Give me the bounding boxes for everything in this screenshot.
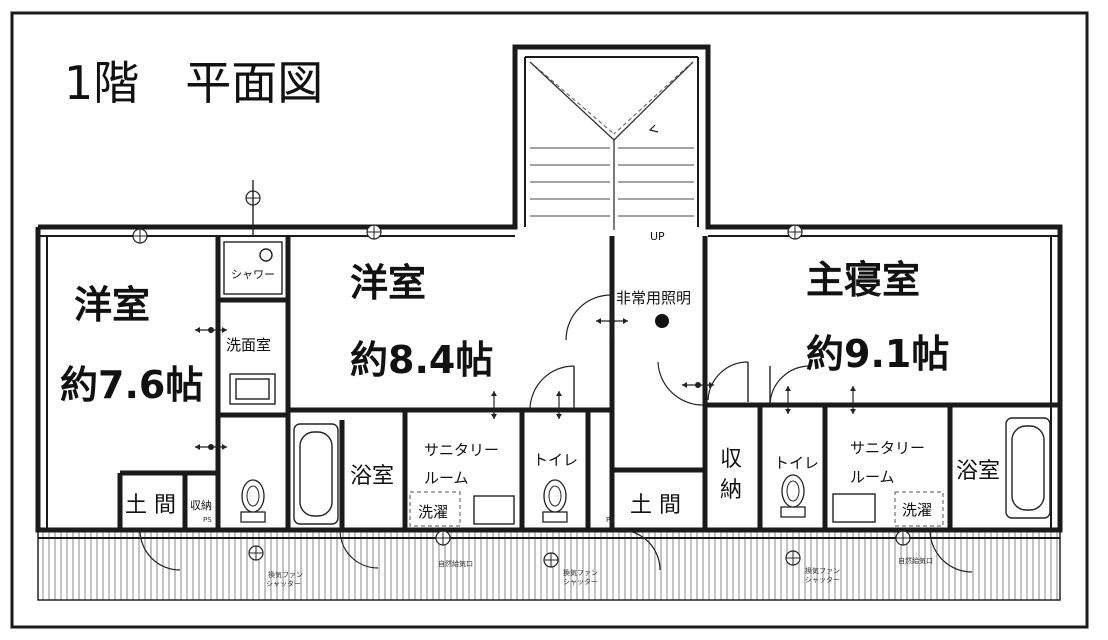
door-swing-icon — [339, 529, 379, 569]
door-swing-icon — [619, 529, 661, 571]
inlet-label: 自然給気口 — [438, 559, 473, 568]
airflow-arrow — [595, 317, 629, 325]
laundry-area-1 — [409, 491, 461, 527]
fan-label: 換気ファン — [805, 566, 840, 575]
ventilation-fan-icon — [435, 530, 451, 546]
ventilation-fan-icon — [248, 545, 264, 561]
bathtub-icon — [293, 423, 339, 525]
door-swing-icon — [139, 529, 181, 571]
airflow-arrow — [784, 385, 792, 415]
fan-sub-label: シャッター — [805, 575, 840, 584]
doma-label-center: 土 間 — [630, 493, 681, 518]
light-fixture-icon — [655, 314, 669, 328]
toilet-icon — [780, 474, 806, 518]
fan-sub-label: シャッター — [563, 577, 598, 586]
staircase — [529, 61, 694, 230]
ventilation-fan-icon — [543, 552, 559, 568]
laundry-area-2 — [894, 491, 944, 527]
bathtub-icon — [1005, 417, 1051, 519]
airflow-arrow — [194, 326, 228, 334]
room-name-western-left: 洋室 — [74, 283, 150, 327]
ventilation-fan-icon — [787, 224, 803, 240]
door-swing-icon — [565, 294, 613, 341]
inlet-label: 自然給気口 — [898, 556, 933, 565]
room-name-master-bedroom: 主寝室 — [806, 258, 920, 302]
airflow-arrow — [194, 443, 228, 451]
toilet-label-1: トイレ — [533, 451, 578, 469]
laundry-label-2: 洗濯 — [902, 501, 932, 519]
sink-icon — [473, 495, 515, 525]
shower-head-icon — [259, 248, 273, 262]
door-swing-icon — [529, 365, 575, 411]
ventilation-fan-icon — [366, 224, 382, 240]
storage-label-1: 収 — [720, 447, 742, 472]
airflow-arrow — [849, 385, 857, 415]
fan-label: 換気ファン — [268, 570, 303, 579]
door-swing-icon — [769, 365, 811, 406]
storage-small-label: 収納 — [190, 499, 212, 512]
door-swing-icon — [657, 361, 704, 406]
toilet-icon — [240, 479, 266, 523]
sink-icon — [229, 373, 276, 405]
fan-sub-label: シャッター — [266, 579, 301, 588]
fan-label: 換気ファン — [563, 568, 598, 577]
ventilation-fan-icon — [132, 228, 148, 244]
airflow-arrow — [681, 381, 715, 389]
room-size-master-bedroom: 約9.1帖 — [806, 332, 949, 376]
washroom-label: 洗面室 — [226, 336, 271, 354]
door-swing-icon — [929, 529, 973, 573]
ps-label-left: PS — [203, 516, 212, 524]
bath-label-1: 浴室 — [350, 464, 394, 489]
ventilation-fan-icon — [895, 530, 911, 546]
ventilation-fan-icon — [785, 550, 801, 566]
exterior-walls — [35, 44, 1063, 533]
toilet-icon — [542, 479, 568, 523]
laundry-label-1: 洗濯 — [418, 503, 448, 521]
door-swing-icon — [707, 361, 749, 401]
sanitary-label-2b: ルーム — [850, 468, 895, 486]
shower-label: シャワー — [231, 268, 275, 281]
up-label: UP — [650, 230, 665, 243]
ps-label-center: PS — [606, 516, 615, 524]
shower-unit — [223, 241, 283, 295]
sanitary-label-2a: サニタリー — [850, 439, 925, 457]
door-swings — [139, 294, 973, 573]
interior-walls — [117, 236, 1060, 530]
storage-label-2: 納 — [720, 478, 742, 503]
sanitary-label-1a: サニタリー — [424, 441, 499, 459]
toilet-label-2: トイレ — [774, 454, 819, 472]
doma-label-left: 土 間 — [125, 493, 176, 518]
plan-title: 1階 平面図 — [64, 56, 323, 110]
sink-icon — [832, 493, 876, 523]
airflow-arrow — [555, 390, 563, 420]
room-name-western-center: 洋室 — [350, 261, 426, 305]
sanitary-label-1b: ルーム — [424, 469, 469, 487]
room-size-western-left: 約7.6帖 — [60, 363, 203, 407]
emergency-light-label: 非常用照明 — [616, 289, 691, 307]
room-size-western-center: 約8.4帖 — [350, 338, 493, 382]
bath-label-2: 浴室 — [956, 459, 1000, 484]
airflow-arrow — [490, 390, 498, 420]
outer-frame — [10, 11, 1089, 629]
